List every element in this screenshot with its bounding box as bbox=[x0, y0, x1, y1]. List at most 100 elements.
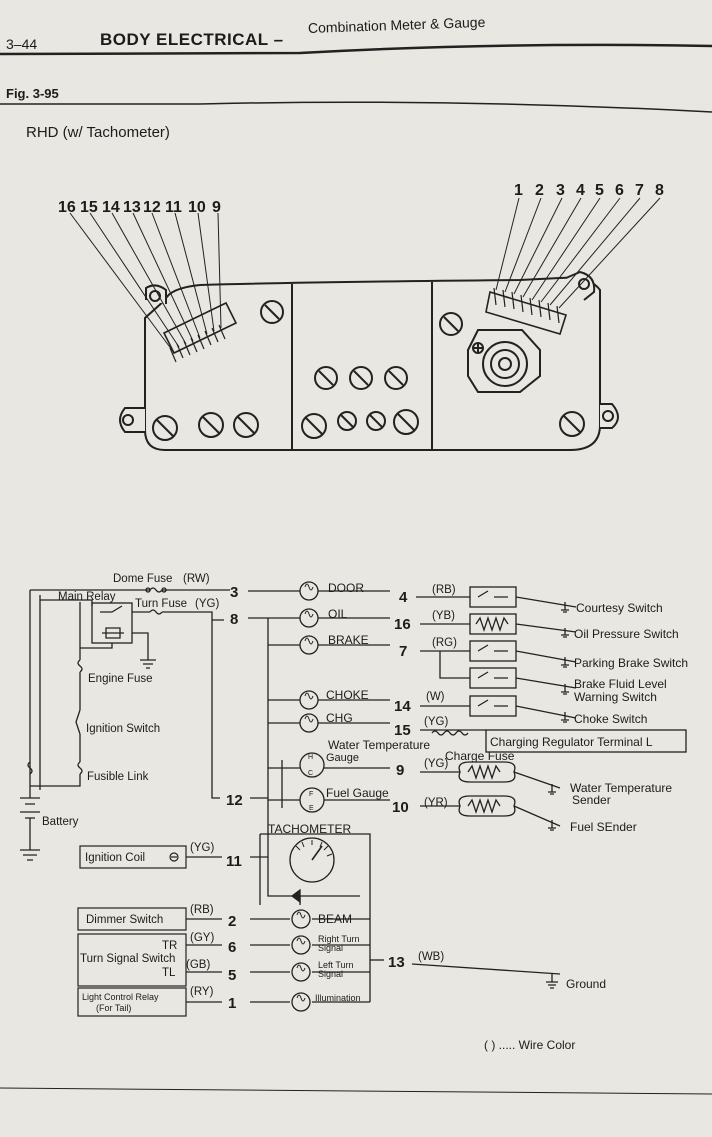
lower-left-labels: Ignition Coil (YG) 11 Dimmer Switch (RB)… bbox=[80, 842, 242, 1013]
brake-fluid-level-label: Brake Fluid Level bbox=[574, 677, 667, 691]
page-number: 3–44 bbox=[6, 36, 38, 52]
terminal-13-label: 13 bbox=[388, 954, 405, 971]
terminal-3-label: 3 bbox=[230, 584, 238, 601]
dome-fuse-label: Dome Fuse bbox=[113, 573, 172, 585]
brake-label: BRAKE bbox=[328, 633, 369, 647]
parking-brake-switch-label: Parking Brake Switch bbox=[574, 656, 688, 670]
pin-7-label: 7 bbox=[635, 182, 644, 199]
door-label: DOOR bbox=[328, 581, 364, 595]
wire-color-wb: (WB) bbox=[418, 951, 444, 963]
header-rules bbox=[0, 43, 712, 1095]
h-marker: H bbox=[308, 754, 313, 761]
light-control-relay-label: Light Control Relay bbox=[82, 992, 159, 1002]
pin-6-label: 6 bbox=[615, 182, 624, 199]
pin-5-label: 5 bbox=[595, 182, 604, 199]
e-marker: E bbox=[309, 805, 314, 812]
tl-wire-color: (GB) bbox=[186, 959, 210, 971]
right-wire-colors: (RB) (YB) (RG) (W) (YG) (YG) (YR) (WB) bbox=[418, 584, 457, 963]
right-connector bbox=[485, 287, 568, 335]
meter-internal-wiring bbox=[248, 590, 390, 1003]
connector-pin-numbers: 16 15 14 13 12 11 10 9 1 2 3 4 5 6 7 8 bbox=[58, 182, 664, 216]
ignition-coil-label: Ignition Coil bbox=[85, 852, 145, 864]
terminal-6-label: 6 bbox=[228, 939, 236, 956]
fuel-sender-label: Fuel SEnder bbox=[570, 820, 637, 834]
for-tail-label: (For Tail) bbox=[96, 1003, 131, 1013]
pin-8-label: 8 bbox=[655, 182, 664, 199]
left-component-labels: Dome Fuse (RW) Main Relay Turn Fuse (YG)… bbox=[42, 573, 219, 828]
pin-leader-lines bbox=[69, 197, 661, 351]
tachometer-label: TACHOMETER bbox=[268, 822, 351, 836]
turn-fuse-label: Turn Fuse bbox=[135, 598, 187, 610]
tachometer-dial bbox=[295, 583, 333, 1002]
terminal-10-label: 10 bbox=[392, 799, 409, 816]
choke-switch-label: Choke Switch bbox=[574, 712, 647, 726]
dimmer-switch-label: Dimmer Switch bbox=[86, 914, 163, 926]
turn-signal-switch-label: Turn Signal Switch bbox=[80, 953, 175, 965]
chg-label: CHG bbox=[326, 711, 353, 725]
left-connector bbox=[162, 301, 238, 363]
battery-label: Battery bbox=[42, 816, 79, 828]
pin-13-label: 13 bbox=[123, 199, 141, 216]
terminal-2-label: 2 bbox=[228, 913, 236, 930]
left-turn-label: Left Turn bbox=[318, 960, 354, 970]
water-temp-gauge-label: Water Temperature bbox=[328, 738, 430, 752]
terminal-8-label: 8 bbox=[230, 611, 238, 628]
terminal-5-label: 5 bbox=[228, 967, 236, 984]
wire-color-w: (W) bbox=[426, 691, 445, 703]
water-temp-sender-label: Water Temperature bbox=[570, 781, 672, 795]
figure-title: RHD (w/ Tachometer) bbox=[26, 124, 170, 141]
title-dash: – bbox=[273, 30, 284, 49]
pin-1-label: 1 bbox=[514, 182, 523, 199]
tr-label: TR bbox=[162, 940, 177, 952]
tl-label: TL bbox=[162, 967, 176, 979]
indicator-lamps bbox=[289, 581, 335, 1012]
left-signal-label: Signal bbox=[318, 969, 343, 979]
sender-label: Sender bbox=[572, 793, 611, 807]
warning-switch-label: Warning Switch bbox=[574, 690, 657, 704]
ignition-coil-wire-color: (YG) bbox=[190, 842, 214, 854]
terminal-12-label: 12 bbox=[226, 792, 243, 809]
right-side-wiring bbox=[411, 586, 687, 989]
right-component-labels: Courtesy Switch Oil Pressure Switch Park… bbox=[484, 601, 688, 1052]
gauge-bolts bbox=[152, 300, 585, 441]
terminal-7-label: 7 bbox=[399, 643, 407, 660]
pin-12-label: 12 bbox=[143, 199, 161, 216]
wire-color-rb: (RB) bbox=[432, 584, 456, 596]
oil-pressure-switch-label: Oil Pressure Switch bbox=[574, 627, 679, 641]
charge-fuse-label: Charge Fuse bbox=[445, 749, 515, 763]
tr-wire-color: (GY) bbox=[190, 932, 214, 944]
pin-14-label: 14 bbox=[102, 199, 120, 216]
pin-11-label: 11 bbox=[165, 199, 182, 216]
section-title-text: BODY ELECTRICAL bbox=[100, 30, 269, 49]
c-marker: C bbox=[308, 770, 313, 777]
oil-label: OIL bbox=[328, 607, 348, 621]
terminal-15-label: 15 bbox=[394, 722, 411, 739]
ground-label: Ground bbox=[566, 977, 606, 991]
choke-label: CHOKE bbox=[326, 688, 369, 702]
gauge-label: Gauge bbox=[326, 752, 359, 764]
turn-fuse-wire-color: (YG) bbox=[195, 598, 219, 610]
courtesy-switch-label: Courtesy Switch bbox=[576, 601, 663, 615]
dimmer-wire-color: (RB) bbox=[190, 904, 214, 916]
terminal-3-group: 3 8 12 bbox=[226, 584, 243, 809]
pin-9-label: 9 bbox=[212, 199, 221, 216]
meter-labels: DOOR OIL BRAKE CHOKE CHG Water Temperatu… bbox=[268, 581, 515, 1003]
terminal-4-label: 4 bbox=[399, 589, 408, 606]
fusible-link-label: Fusible Link bbox=[87, 771, 149, 783]
fuel-gauge-label: Fuel Gauge bbox=[326, 786, 389, 800]
pin-16-label: 16 bbox=[58, 199, 76, 216]
wire-color-legend: ( ) ..... Wire Color bbox=[484, 1038, 575, 1052]
wire-color-yg-9: (YG) bbox=[424, 758, 448, 770]
terminal-9-label: 9 bbox=[396, 762, 404, 779]
pin-3-label: 3 bbox=[556, 182, 565, 199]
wire-color-rg: (RG) bbox=[432, 637, 457, 649]
dome-fuse-wire-color: (RW) bbox=[183, 573, 210, 585]
main-relay-label: Main Relay bbox=[58, 591, 116, 603]
power-supply-wiring bbox=[20, 587, 230, 861]
right-signal-label: Signal bbox=[318, 943, 343, 953]
right-turn-label: Right Turn bbox=[318, 934, 360, 944]
pin-15-label: 15 bbox=[80, 199, 98, 216]
terminal-11-label: 11 bbox=[226, 853, 242, 870]
beam-label: BEAM bbox=[318, 912, 352, 926]
